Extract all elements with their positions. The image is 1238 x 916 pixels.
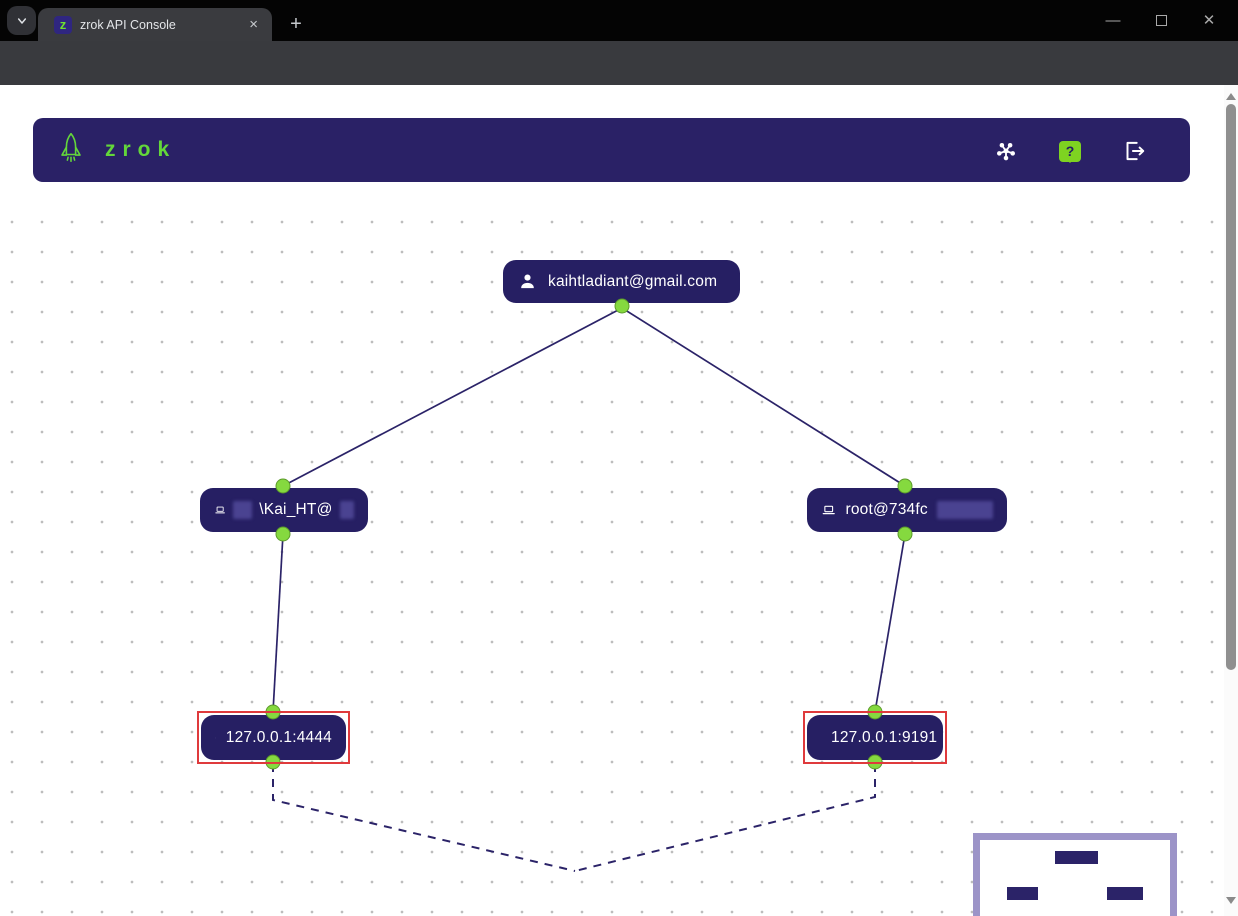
vertical-scrollbar[interactable] <box>1224 85 1238 916</box>
rocket-icon <box>61 132 81 163</box>
share-label: 127.0.0.1:4444 <box>225 728 332 746</box>
redacted-text <box>233 501 253 519</box>
hub-graph-button[interactable] <box>987 132 1025 170</box>
graph-node-environment-right[interactable]: root@734fc <box>807 488 1007 532</box>
redacted-text <box>339 501 354 519</box>
graph-node-account[interactable]: kaihtladiant@gmail.com <box>503 260 740 303</box>
person-icon <box>521 274 534 289</box>
tab-title: zrok API Console <box>80 17 176 32</box>
laptop-icon <box>822 505 835 515</box>
graph-node-environment-left[interactable]: \Kai_HT@ <box>200 488 368 532</box>
account-label: kaihtladiant@gmail.com <box>548 272 718 290</box>
window-minimize-button[interactable]: — <box>1105 11 1121 29</box>
zrok-favicon: z <box>54 15 72 34</box>
scrollbar-thumb[interactable] <box>1226 104 1236 670</box>
minimap-node-environment-right <box>1107 887 1143 900</box>
window-maximize-button[interactable] <box>1138 0 1184 40</box>
minimap-node-environment-left <box>1007 887 1038 900</box>
brand-title: zrok <box>105 138 177 161</box>
window-close-button[interactable]: ✕ <box>1202 12 1216 29</box>
environment-left-label: \Kai_HT@ <box>259 501 333 518</box>
help-button[interactable]: ? <box>1051 132 1089 170</box>
graph-canvas[interactable] <box>0 197 1224 916</box>
maximize-icon <box>1155 14 1167 26</box>
browser-toolbar: ← → api-v1.zrok.io G 文 업데이트 완료 ⋮ <box>0 41 1238 120</box>
zrok-console-page: zrok ? <box>0 85 1238 916</box>
browser-tab[interactable]: z zrok API Console × <box>38 8 272 41</box>
minimap-node-account <box>1055 851 1098 864</box>
app-header: zrok ? <box>33 118 1190 182</box>
environment-right-label: root@734fc <box>845 501 928 518</box>
redacted-text <box>936 501 993 519</box>
tab-close-icon[interactable]: × <box>249 16 258 33</box>
help-glyph: ? <box>1065 143 1075 159</box>
hub-icon <box>997 142 1015 161</box>
logout-button[interactable] <box>1115 132 1153 170</box>
scroll-down-icon[interactable] <box>1226 897 1236 904</box>
chevron-down-icon <box>17 17 26 24</box>
scroll-up-icon[interactable] <box>1226 93 1236 100</box>
laptop-icon <box>215 506 225 514</box>
access-label: 127.0.0.1:9191 <box>831 728 938 746</box>
graph-node-share[interactable]: 127.0.0.1:4444 <box>201 715 346 760</box>
help-icon: ? <box>1059 140 1081 163</box>
new-tab-button[interactable]: + <box>290 12 302 35</box>
logout-icon <box>1126 141 1145 161</box>
share-icon <box>215 737 216 738</box>
tab-search-button[interactable] <box>7 6 36 35</box>
graph-node-access[interactable]: 127.0.0.1:9191 <box>807 715 943 760</box>
browser-titlebar: z zrok API Console × + — ✕ <box>0 0 1238 41</box>
graph-minimap[interactable] <box>973 833 1177 916</box>
